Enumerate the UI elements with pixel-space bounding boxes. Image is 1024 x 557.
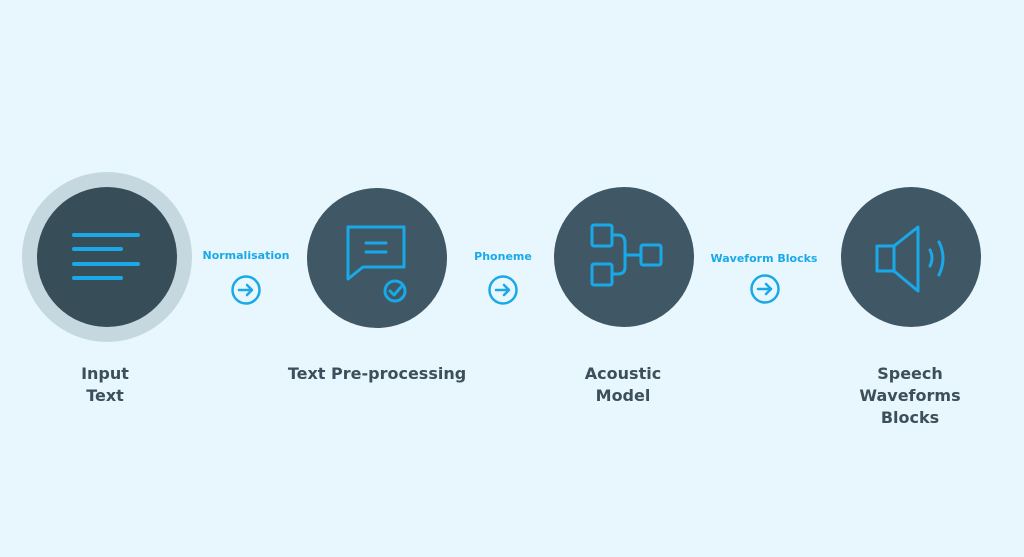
arrow-right-circle-icon xyxy=(750,274,780,304)
edge-label-normalisation: Normalisation xyxy=(202,249,290,262)
label-line: Text Pre-processing xyxy=(287,364,467,383)
node-text-preprocessing xyxy=(307,188,447,328)
node-label-text-preprocessing: Text Pre-processing xyxy=(267,363,487,385)
node-speech-waveforms xyxy=(841,187,981,327)
arrow-right-circle-icon xyxy=(231,275,261,305)
label-line: Input xyxy=(81,364,129,383)
node-label-acoustic-model: Acoustic Model xyxy=(513,363,733,407)
node-label-input-text: Input Text xyxy=(0,363,215,407)
node-input-text xyxy=(37,187,177,327)
speaker-icon xyxy=(875,225,945,293)
edge-label-phoneme: Phoneme xyxy=(474,250,532,263)
chat-check-icon xyxy=(346,225,407,303)
label-line: Blocks xyxy=(880,408,940,427)
label-line: Speech xyxy=(877,364,943,383)
node-label-speech-waveforms: Speech Waveforms Blocks xyxy=(800,363,1020,429)
label-line: Waveforms xyxy=(859,386,961,405)
label-line: Model xyxy=(595,386,651,405)
label-line: Text xyxy=(86,386,124,405)
text-lines-icon xyxy=(72,233,140,280)
label-line: Acoustic xyxy=(584,364,662,383)
node-acoustic-model xyxy=(554,187,694,327)
edge-label-waveform-blocks: Waveform Blocks xyxy=(710,252,818,265)
arrow-right-circle-icon xyxy=(488,275,518,305)
hierarchy-icon xyxy=(590,223,663,287)
